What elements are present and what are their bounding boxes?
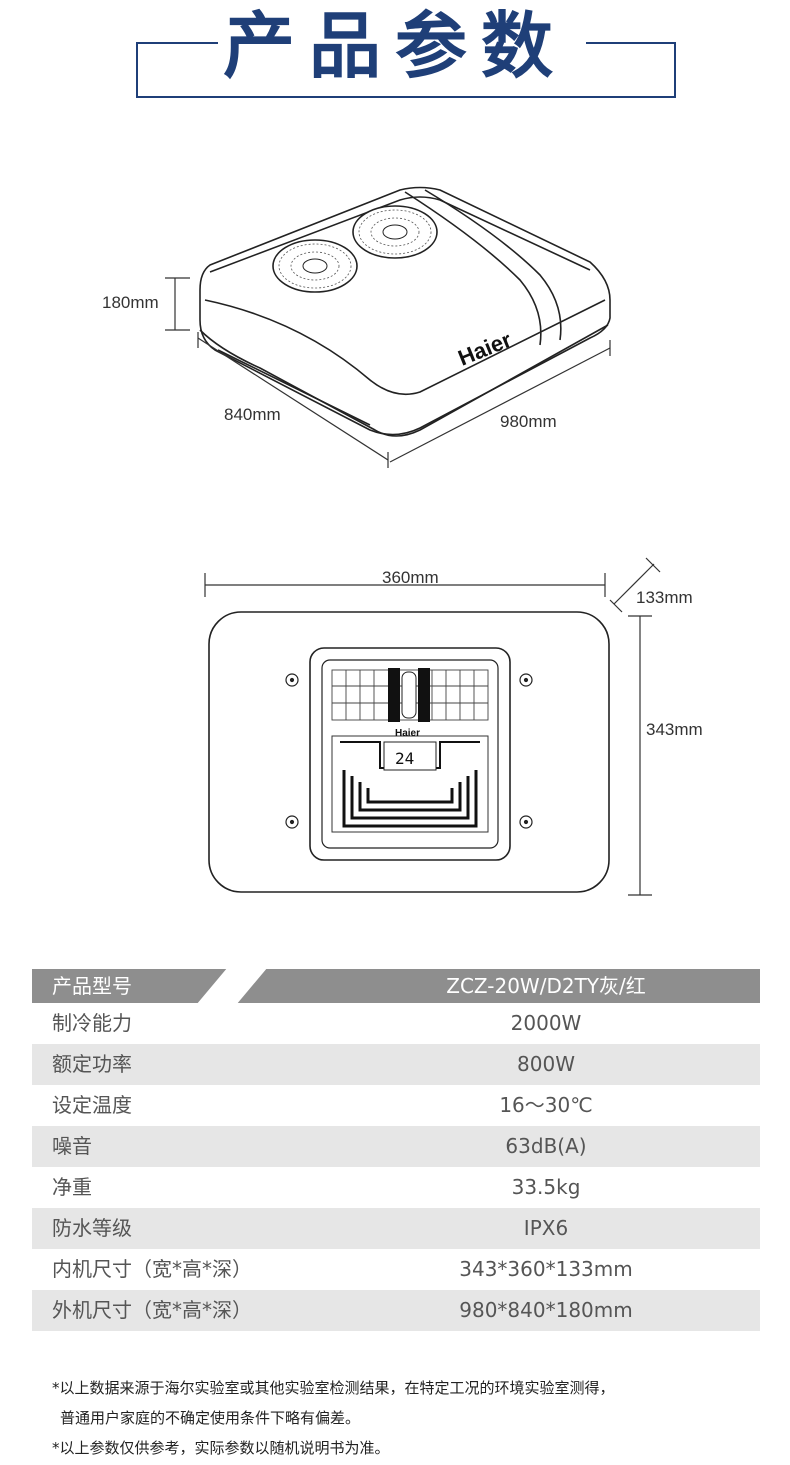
indoor-depth-label: 133mm — [636, 588, 693, 607]
spec-value: 800W — [517, 1052, 575, 1076]
spec-value: 343*360*133mm — [459, 1257, 633, 1281]
spec-row: 设定温度 16～30℃ — [32, 1085, 760, 1126]
spec-row: 外机尺寸（宽*高*深） 980*840*180mm — [32, 1290, 760, 1331]
spec-row: 噪音 63dB(A) — [32, 1126, 760, 1167]
spec-row: 内机尺寸（宽*高*深） 343*360*133mm — [32, 1249, 760, 1290]
spec-label: 设定温度 — [52, 1093, 132, 1117]
indoor-height-label: 343mm — [646, 720, 703, 739]
outdoor-width-label: 980mm — [500, 412, 557, 431]
note-line: 普通用户家庭的不确定使用条件下略有偏差。 — [60, 1409, 361, 1427]
spec-table: 产品型号 ZCZ-20W/D2TY灰/红 制冷能力 2000W 额定功率 800… — [32, 969, 760, 1331]
fan-left-icon — [272, 239, 358, 293]
spec-header-row: 产品型号 ZCZ-20W/D2TY灰/红 — [32, 969, 760, 1003]
spec-row: 防水等级 IPX6 — [32, 1208, 760, 1249]
spec-label: 额定功率 — [52, 1052, 132, 1076]
spec-value: 16～30℃ — [499, 1093, 593, 1117]
spec-row: 额定功率 800W — [32, 1044, 760, 1085]
indoor-unit-illustration: Haier 24 — [204, 557, 661, 896]
outdoor-height-label: 180mm — [102, 293, 159, 312]
header-divider — [197, 969, 267, 1003]
fan-right-icon — [352, 205, 438, 259]
indoor-brand-logo: Haier — [395, 728, 420, 739]
page-title: 产品参数 — [222, 4, 567, 88]
spec-label: 噪音 — [52, 1134, 92, 1158]
indoor-width-label: 360mm — [382, 568, 439, 587]
screw-icons — [285, 673, 533, 829]
outdoor-brand-logo: Haier — [455, 327, 516, 371]
title-frame-left-top — [136, 42, 218, 44]
spec-value: 63dB(A) — [505, 1134, 587, 1158]
outdoor-depth-label: 840mm — [224, 405, 281, 424]
spec-label: 净重 — [52, 1175, 92, 1199]
spec-value: 2000W — [510, 1011, 582, 1035]
spec-value: 980*840*180mm — [459, 1298, 633, 1322]
spec-row: 制冷能力 2000W — [32, 1003, 760, 1044]
title-frame-right-top — [586, 42, 674, 44]
spec-row: 净重 33.5kg — [32, 1167, 760, 1208]
indoor-display-value: 24 — [395, 749, 414, 768]
note-line: *以上数据来源于海尔实验室或其他实验室检测结果，在特定工况的环境实验室测得， — [52, 1379, 615, 1397]
disclaimer-notes: *以上数据来源于海尔实验室或其他实验室检测结果，在特定工况的环境实验室测得， 普… — [52, 1373, 772, 1463]
spec-value: IPX6 — [523, 1216, 569, 1240]
spec-value: 33.5kg — [511, 1175, 581, 1199]
spec-label: 外机尺寸（宽*高*深） — [52, 1298, 252, 1322]
note-line: *以上参数仅供参考，实际参数以随机说明书为准。 — [52, 1439, 390, 1457]
outdoor-unit-illustration: Haier — [165, 186, 661, 896]
spec-label: 内机尺寸（宽*高*深） — [52, 1257, 252, 1281]
spec-label: 防水等级 — [52, 1216, 132, 1240]
spec-label: 制冷能力 — [52, 1011, 132, 1035]
title-block: 产品参数 — [0, 0, 790, 100]
model-label: 产品型号 — [52, 974, 132, 998]
model-value: ZCZ-20W/D2TY灰/红 — [446, 974, 646, 998]
title-frame — [136, 42, 676, 98]
